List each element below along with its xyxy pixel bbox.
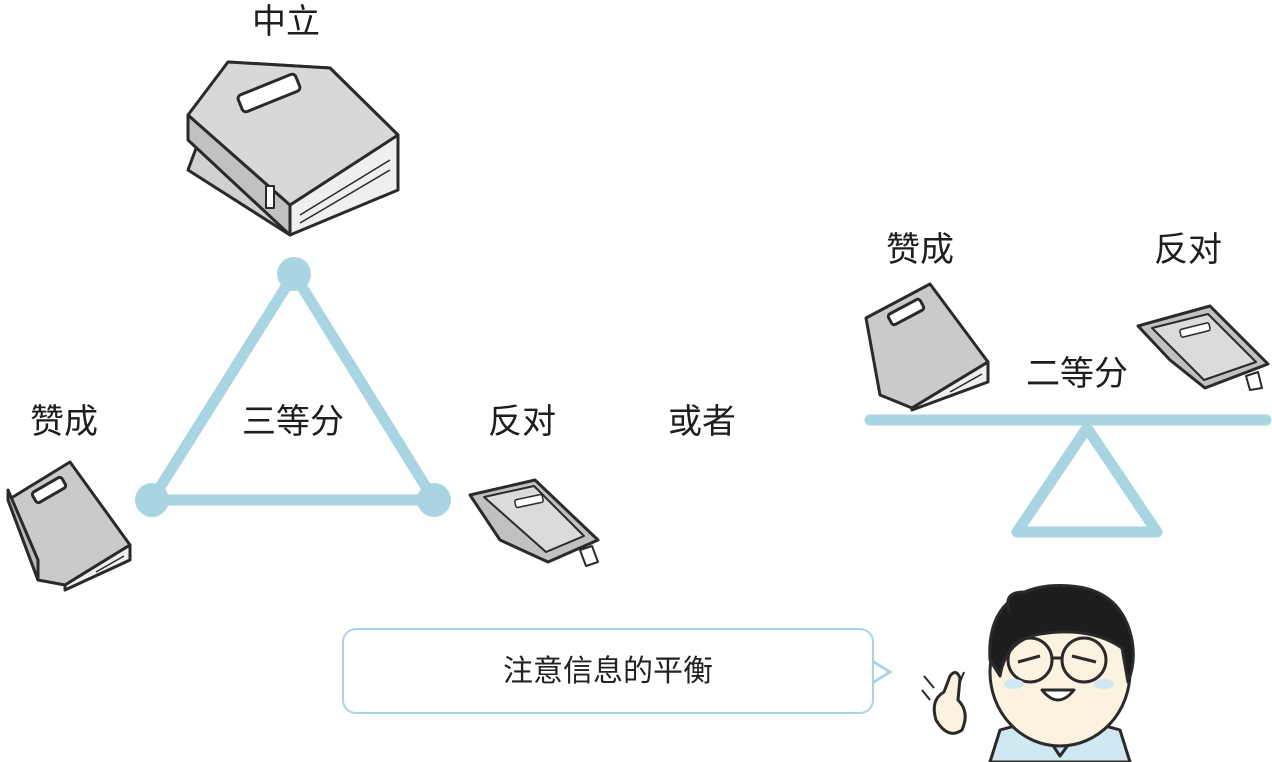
book-support-icon <box>6 460 132 592</box>
label-two-way-split: 二等分 <box>1026 354 1128 394</box>
balance-triangle <box>135 257 451 517</box>
label-oppose-triangle: 反对 <box>488 402 556 442</box>
speech-bubble: 注意信息的平衡 <box>342 628 874 714</box>
seesaw-fulcrum <box>1011 422 1163 538</box>
triangle-node-top <box>277 257 311 291</box>
label-support-triangle: 赞成 <box>30 402 98 442</box>
label-oppose-seesaw: 反对 <box>1154 230 1222 270</box>
speech-bubble-text: 注意信息的平衡 <box>503 654 713 689</box>
label-neutral: 中立 <box>252 2 320 42</box>
triangle-node-left <box>135 483 169 517</box>
seesaw-book-support-icon <box>864 282 990 412</box>
label-support-seesaw: 赞成 <box>886 230 954 270</box>
label-three-way-split: 三等分 <box>242 402 344 442</box>
book-oppose-icon <box>468 478 600 567</box>
seesaw <box>864 414 1272 538</box>
character-glasses-icon <box>921 583 1135 762</box>
seesaw-book-oppose-icon <box>1136 304 1270 391</box>
book-neutral-icon <box>186 60 400 237</box>
triangle-node-right <box>417 483 451 517</box>
label-or: 或者 <box>668 402 736 442</box>
bubble-pointer <box>872 660 893 684</box>
